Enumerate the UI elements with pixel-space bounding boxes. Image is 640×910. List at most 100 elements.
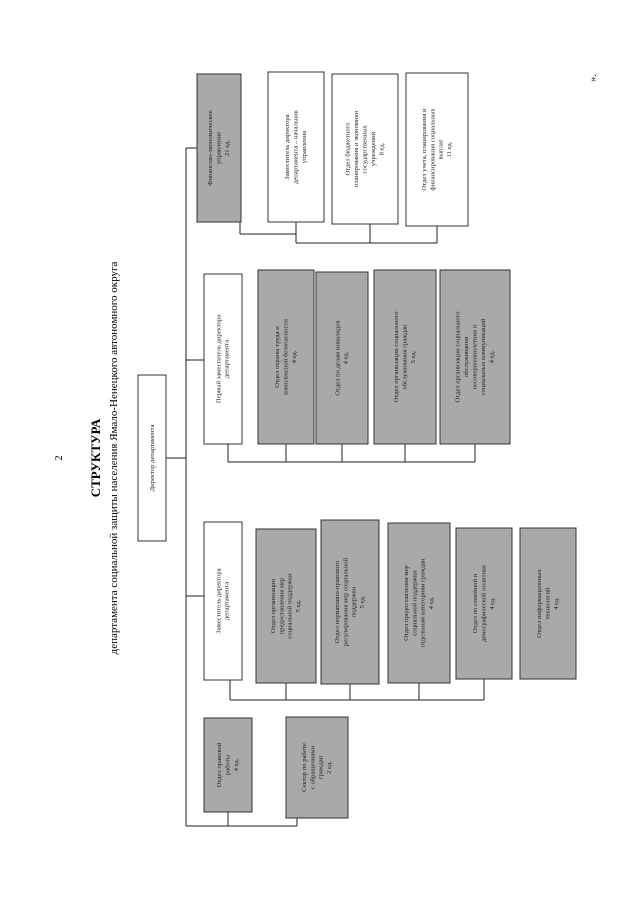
branch-1-unit-line: социальной поддержки	[411, 570, 418, 636]
branch-2-unit-frame	[315, 271, 369, 445]
branch-2-unit-line: 5 ед.	[410, 350, 417, 363]
direct-unit-line: Отдел правовой	[216, 742, 223, 787]
branch-1-unit-line: Отдел организации	[270, 578, 277, 633]
direct-unit-line: граждан	[318, 755, 325, 779]
branch-2-unit-frame	[373, 269, 437, 445]
branch-1-unit-line: предоставления мер	[278, 577, 285, 634]
direct-unit-line: 2 ед.	[326, 761, 333, 774]
branch-1-unit-line: 4 ед.	[553, 597, 560, 610]
branch-1-unit-line: демографической политике	[481, 565, 488, 642]
branch-1-unit-frame	[455, 527, 513, 680]
branch-1-unit-frame	[519, 527, 577, 680]
branch-head-2-line: Первый заместитель директора	[215, 315, 222, 403]
branch-head-1-line: департамента	[224, 582, 231, 620]
branch-2-unit-line: комплексной безопасности	[283, 319, 290, 395]
branch-3-unit-frame	[267, 71, 325, 223]
page-number: 2	[54, 456, 65, 461]
branch-1-unit-line: 5 ед.	[359, 595, 366, 608]
branch-3-unit-line: Заместитель директора	[284, 114, 291, 179]
branch-1-unit-frame	[387, 522, 451, 684]
direct-unit-frame	[285, 716, 349, 819]
branch-head-3-frame	[196, 73, 242, 223]
branch-1-unit-line: поддержки	[351, 586, 358, 617]
branch-3-unit-line: государственных	[362, 124, 369, 173]
branch-head-3-line: управление	[216, 132, 223, 164]
direct-unit-line: Сектор по работе	[301, 743, 308, 792]
branch-2-unit-line: обслуживания граждан	[402, 324, 409, 390]
branch-3-unit-line: 8 ед.	[378, 142, 385, 155]
diagram-title: СТРУКТУРА	[88, 418, 103, 497]
branch-2-unit-line: обслуживания	[463, 337, 470, 377]
branch-2-unit-line: несовершеннолетних и	[472, 324, 479, 390]
branch-3-unit-line: планирования и экономики	[353, 110, 360, 187]
director-box: Директор департамента	[137, 374, 167, 542]
branch-head-2-line: департамента	[224, 340, 231, 378]
branch-head-3-line: 21 ед.	[224, 140, 231, 156]
branch-1-unit-line: отдельным категориям граждан	[420, 558, 427, 647]
direct-unit-frame	[203, 717, 253, 813]
branch-3-unit-line: Отдел бюджетного	[345, 122, 352, 176]
branch-1-unit-line: 4 ед.	[489, 597, 496, 610]
direct-unit-line: с обращениями	[309, 745, 316, 789]
branch-head-1-frame	[203, 521, 243, 681]
direct-unit-line: 4 ед.	[233, 758, 240, 771]
branch-1-unit-line: Отдел информационных	[536, 568, 543, 637]
branch-3-unit-line: 11 ед.	[446, 141, 453, 157]
branch-2-unit-line: Отдел организации социального	[455, 311, 462, 403]
branch-1-unit-line: 4 ед.	[428, 596, 435, 609]
branch-1-unit-frame	[255, 528, 317, 684]
branch-1-unit-line: социальной поддержки	[287, 573, 294, 639]
branch-2-unit-line: социальных коммуникаций	[480, 318, 487, 395]
branch-head-1-line: Заместитель директора	[215, 568, 222, 633]
closing-mark: ».	[588, 74, 599, 82]
branch-1-unit-line: Отдел по семейной и	[472, 573, 479, 633]
branch-2-unit-line: 4 ед.	[343, 351, 350, 364]
branch-3-unit-line: финансирования социальных	[429, 108, 436, 191]
branch-3-unit-line: Отдел учета, планирования и	[421, 108, 428, 191]
branch-3-unit-line: управления	[301, 131, 308, 163]
branch-2-unit-line: Отдел охраны труда и	[274, 326, 281, 388]
branch-head-3-line: Финансово-экономическое	[207, 110, 214, 185]
branch-1-unit-line: Отдел нормативно-правового	[334, 560, 341, 643]
branch-1-unit-line: Отдел предоставления мер	[403, 565, 410, 641]
branch-1-unit-line: регулирования мер социальной	[342, 558, 349, 646]
director-label: Директор департамента	[149, 425, 156, 492]
branch-3-unit-frame	[405, 72, 469, 227]
branch-2-unit-frame	[257, 269, 315, 445]
branch-3-unit-line: выплат	[438, 139, 445, 159]
branch-1-unit-line: технологий	[545, 587, 552, 620]
diagram-subtitle: департамента социальной защиты населения…	[108, 262, 120, 655]
connectors	[166, 147, 485, 827]
branch-3-unit-line: департамента – начальник	[293, 109, 300, 184]
branch-2-unit-frame	[439, 269, 511, 445]
branch-1-unit-line: 5 ед.	[295, 599, 302, 612]
branch-head-2-frame	[203, 273, 243, 445]
branch-2-unit-line: 4 ед.	[488, 350, 495, 363]
branch-1-unit-frame	[320, 519, 380, 685]
branch-2-unit-line: Отдел организации социального	[393, 311, 400, 403]
branch-3-unit-line: учреждений	[370, 131, 377, 166]
direct-unit-line: работы	[225, 754, 232, 775]
branch-3-unit-frame	[331, 73, 399, 225]
branch-2-unit-line: 4 ед.	[291, 350, 298, 363]
